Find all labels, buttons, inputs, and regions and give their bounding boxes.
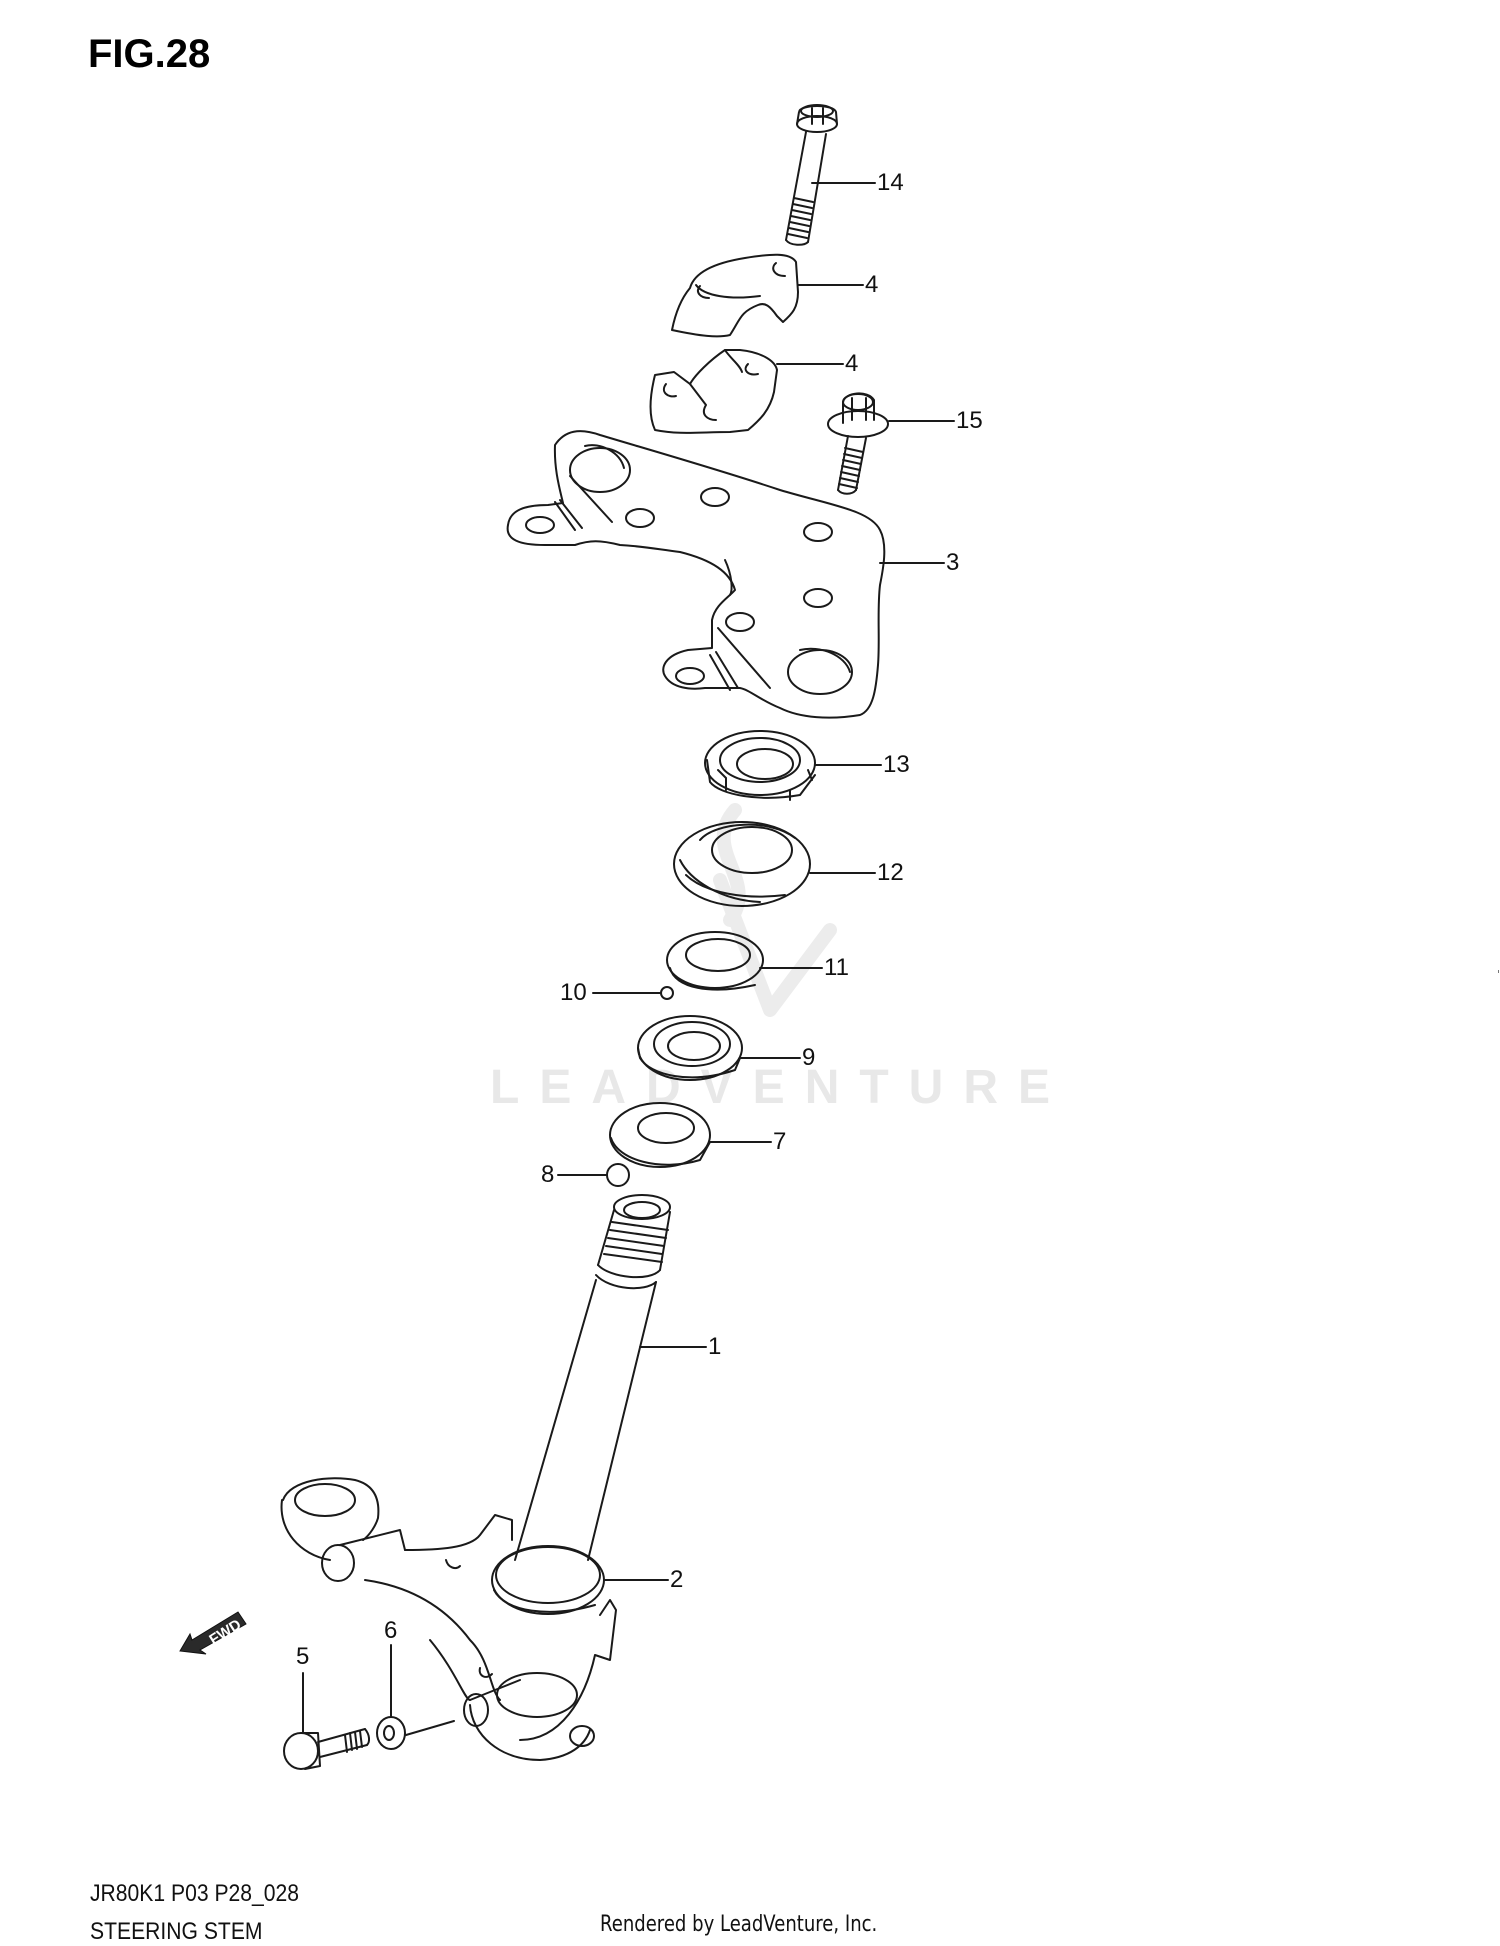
callout-7: 7 — [773, 1128, 787, 1155]
stray-mark — [1498, 970, 1499, 973]
figure-title: FIG.28 — [88, 32, 211, 76]
watermark-logo-icon — [713, 803, 837, 1017]
callout-8: 8 — [541, 1161, 555, 1188]
handlebar-clamp-lower-part-4 — [649, 349, 778, 434]
upper-bracket-part-3 — [506, 430, 886, 719]
lower-bearing-race-part-7 — [609, 1102, 711, 1168]
handlebar-clamp-upper-part-4 — [671, 253, 799, 338]
bolt-long-part-14 — [785, 104, 838, 246]
callout-13: 13 — [883, 751, 910, 778]
fwd-arrow-icon: FWD — [179, 1611, 247, 1655]
bearing-cone-part-9 — [637, 1015, 743, 1081]
figure-name: STEERING STEM — [90, 1918, 263, 1945]
callout-9: 9 — [802, 1044, 816, 1071]
callout-4-upper: 4 — [865, 271, 879, 298]
flange-bolt-part-15 — [827, 392, 889, 495]
pinch-bolt-part-5 — [283, 1672, 371, 1770]
callout-10: 10 — [560, 979, 587, 1006]
callout-2: 2 — [670, 1566, 684, 1593]
lower-bracket-assembly — [280, 1477, 617, 1761]
callout-3: 3 — [946, 549, 960, 576]
callout-1: 1 — [708, 1333, 722, 1360]
callout-6: 6 — [384, 1617, 398, 1644]
washer-part-6 — [376, 1644, 455, 1750]
callout-11: 11 — [824, 954, 849, 981]
render-credit: Rendered by LeadVenture, Inc. — [600, 1912, 878, 1937]
steel-ball-part-10 — [660, 986, 674, 1000]
callout-15: 15 — [956, 407, 983, 434]
callout-12: 12 — [877, 859, 904, 886]
figure-code: JR80K1 P03 P28_028 — [90, 1880, 300, 1907]
callout-4-lower: 4 — [845, 350, 859, 377]
dust-seal-part-12 — [673, 821, 811, 907]
steering-stem-shaft-part-1 — [514, 1194, 671, 1561]
steel-ball-part-8 — [606, 1163, 630, 1187]
steering-stem-nut-part-13 — [704, 730, 816, 801]
watermark-text: LEADVENTURE — [490, 1061, 1071, 1114]
upper-bearing-race-part-11 — [666, 931, 764, 991]
callout-5: 5 — [296, 1643, 310, 1670]
callout-14: 14 — [877, 169, 904, 196]
